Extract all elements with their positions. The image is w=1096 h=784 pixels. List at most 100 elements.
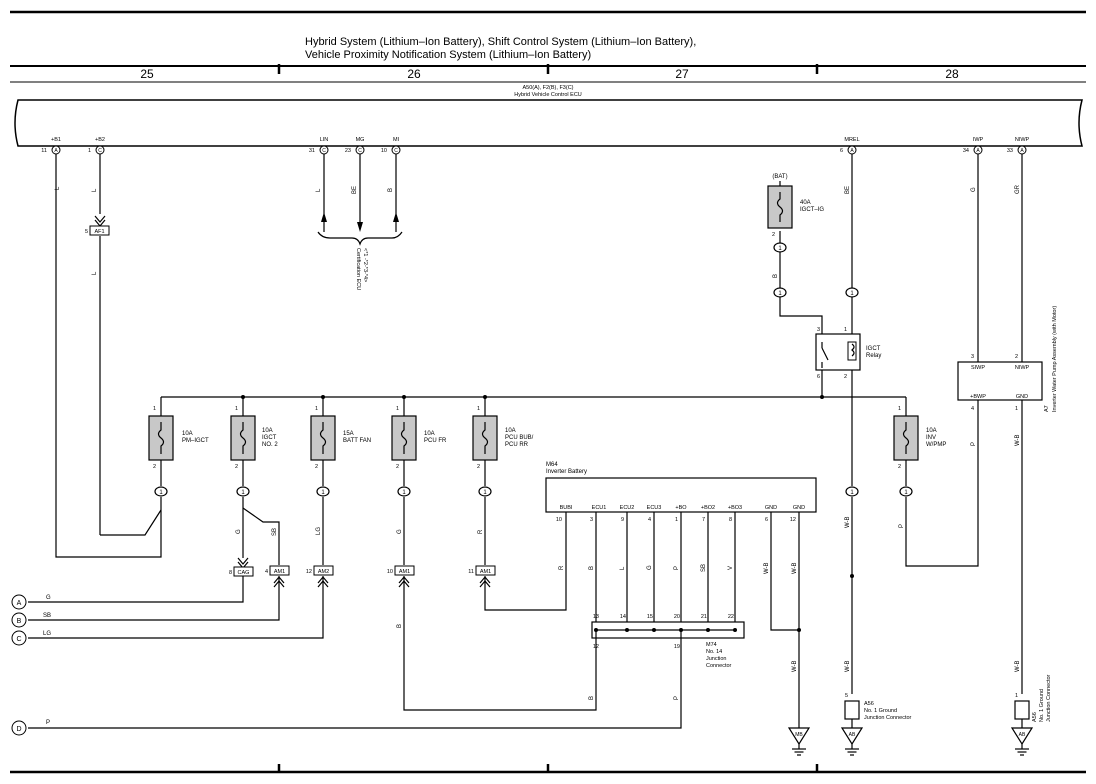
svg-text:2: 2: [844, 374, 847, 380]
wire-connector: 1: [154, 486, 168, 497]
svg-text:No. 1 Ground: No. 1 Ground: [1039, 689, 1045, 722]
svg-text:3: 3: [971, 354, 974, 360]
wire-color-label: BE: [352, 186, 358, 194]
svg-text:INV: INV: [926, 435, 936, 441]
svg-text:5: 5: [85, 229, 88, 235]
igct-relay: 3 1 6 2 IGCT Relay: [815, 327, 881, 380]
svg-text:14: 14: [620, 614, 626, 620]
wire-color-label: B: [773, 274, 779, 278]
svg-text:1: 1: [778, 291, 782, 297]
wire-color-label: W-B: [1015, 660, 1021, 672]
svg-text:A: A: [850, 148, 854, 154]
svg-text:Junction Connector: Junction Connector: [864, 715, 912, 721]
fuse-batt-fan: 1 2 15A BATT FAN: [310, 406, 371, 470]
svg-text:1: 1: [844, 327, 847, 333]
wire-color-label: W-B: [792, 562, 798, 574]
fuse-igct-no2: 1 2 10A IGCT NO. 2: [230, 406, 278, 470]
wire-color-label: W-B: [764, 562, 770, 574]
wire-connector: 1: [773, 242, 787, 253]
wire-color-label: P: [674, 696, 680, 700]
svg-text:W/PMP: W/PMP: [926, 442, 946, 448]
svg-text:1: 1: [241, 490, 245, 496]
connector-am1-c: AM1 11: [468, 565, 496, 588]
wire-color-label: LG: [43, 631, 51, 637]
bat-fuse-igct-ig: (BAT) 40A IGCT–IG 2: [767, 174, 824, 238]
ecu-pin-niwp: NIWP 33 A: [1007, 137, 1030, 155]
svg-text:M64: M64: [546, 462, 558, 468]
svg-text:23: 23: [345, 148, 351, 154]
ground-ab-1: AB: [840, 727, 864, 756]
svg-text:AB: AB: [849, 732, 856, 738]
svg-text:No. 14: No. 14: [706, 649, 722, 655]
svg-text:M74: M74: [706, 642, 717, 648]
svg-text:3: 3: [590, 517, 593, 523]
wire-color-label: P: [674, 566, 680, 570]
wire-color-label: B: [589, 566, 595, 570]
wire-color-label: G: [397, 529, 403, 534]
svg-text:2: 2: [898, 464, 901, 470]
svg-text:5: 5: [845, 693, 848, 699]
connector-cag: CAG 8: [229, 557, 254, 577]
svg-text:1: 1: [1015, 693, 1018, 699]
svg-text:10: 10: [387, 569, 393, 575]
inverter-water-pump: SIWP NIWP +BWP GND 3 2 4 1 A7 Inverter W…: [957, 306, 1058, 412]
svg-text:A7: A7: [1044, 405, 1050, 412]
wire-color-label: L: [55, 186, 61, 190]
svg-text:No. 1 Ground: No. 1 Ground: [864, 708, 897, 714]
svg-text:Inverter Battery: Inverter Battery: [546, 469, 587, 475]
ground-junction-a56-2: 1 A56 No. 1 Ground Junction Connector: [1014, 674, 1052, 722]
column-number-26: 26: [407, 67, 421, 81]
arrow-down-icon: [357, 222, 363, 232]
svg-text:Certification ECU: Certification ECU: [355, 248, 361, 290]
wire-color-label: P: [899, 524, 905, 528]
svg-text:C: C: [394, 148, 398, 154]
svg-text:34: 34: [963, 148, 969, 154]
svg-text:6: 6: [817, 374, 820, 380]
svg-text:AM2: AM2: [318, 569, 329, 575]
svg-text:MG: MG: [356, 137, 365, 143]
svg-text:+B1: +B1: [51, 137, 61, 143]
svg-text:AB: AB: [1019, 732, 1026, 738]
svg-text:A: A: [976, 148, 980, 154]
connector-am2: AM2 12: [306, 565, 334, 588]
svg-text:BUBI: BUBI: [560, 505, 573, 511]
svg-text:B: B: [17, 618, 22, 625]
wire-color-label: L: [620, 566, 626, 570]
svg-text:2: 2: [235, 464, 238, 470]
svg-text:IWP: IWP: [973, 137, 984, 143]
wire-color-label: W-B: [1015, 434, 1021, 446]
svg-text:10A: 10A: [182, 431, 193, 437]
svg-text:1: 1: [778, 246, 782, 252]
svg-text:12: 12: [790, 517, 796, 523]
svg-text:12: 12: [306, 569, 312, 575]
svg-text:PM–IGCT: PM–IGCT: [182, 438, 209, 444]
svg-text:1: 1: [904, 490, 908, 496]
inverter-battery: M64 Inverter Battery BUBI ECU1 ECU2 ECU3…: [545, 462, 817, 523]
svg-text:PCU RR: PCU RR: [505, 442, 529, 448]
wire-color-label: W-B: [845, 660, 851, 672]
junction-dots: [241, 395, 854, 632]
connector-am1-b: AM1 10: [387, 565, 415, 588]
svg-text:+BO: +BO: [675, 505, 687, 511]
wire-color-label: B: [397, 624, 403, 628]
svg-text:4: 4: [971, 406, 974, 412]
wire-connector: 1: [845, 486, 859, 497]
svg-text:<*1 -*2-*3-*4>: <*1 -*2-*3-*4>: [362, 248, 368, 282]
footer-rule: [10, 764, 1086, 774]
svg-text:C: C: [16, 636, 21, 643]
diagram-title-line1: Hybrid System (Lithium–Ion Battery), Shi…: [305, 36, 696, 48]
svg-text:ECU2: ECU2: [620, 505, 635, 511]
svg-text:GND: GND: [765, 505, 777, 511]
wire-color-label: BE: [845, 186, 851, 194]
svg-text:15A: 15A: [343, 431, 354, 437]
svg-text:+BO3: +BO3: [728, 505, 742, 511]
hybrid-vehicle-control-ecu: A50(A), F2(B), F3(C) Hybrid Vehicle Cont…: [14, 85, 1083, 147]
wire-color-label: L: [316, 188, 322, 192]
svg-text:10: 10: [381, 148, 387, 154]
reference-a: A: [11, 594, 27, 610]
fuse-pcu-bub: 1 2 10A PCU BUB/ PCU RR: [472, 406, 534, 470]
svg-text:Inverter Water Pump Assembly (: Inverter Water Pump Assembly (with Motor…: [1052, 306, 1058, 412]
svg-text:1: 1: [159, 490, 163, 496]
fuse-inv-wpmp: 1 2 10A INV W/PMP: [893, 406, 946, 470]
